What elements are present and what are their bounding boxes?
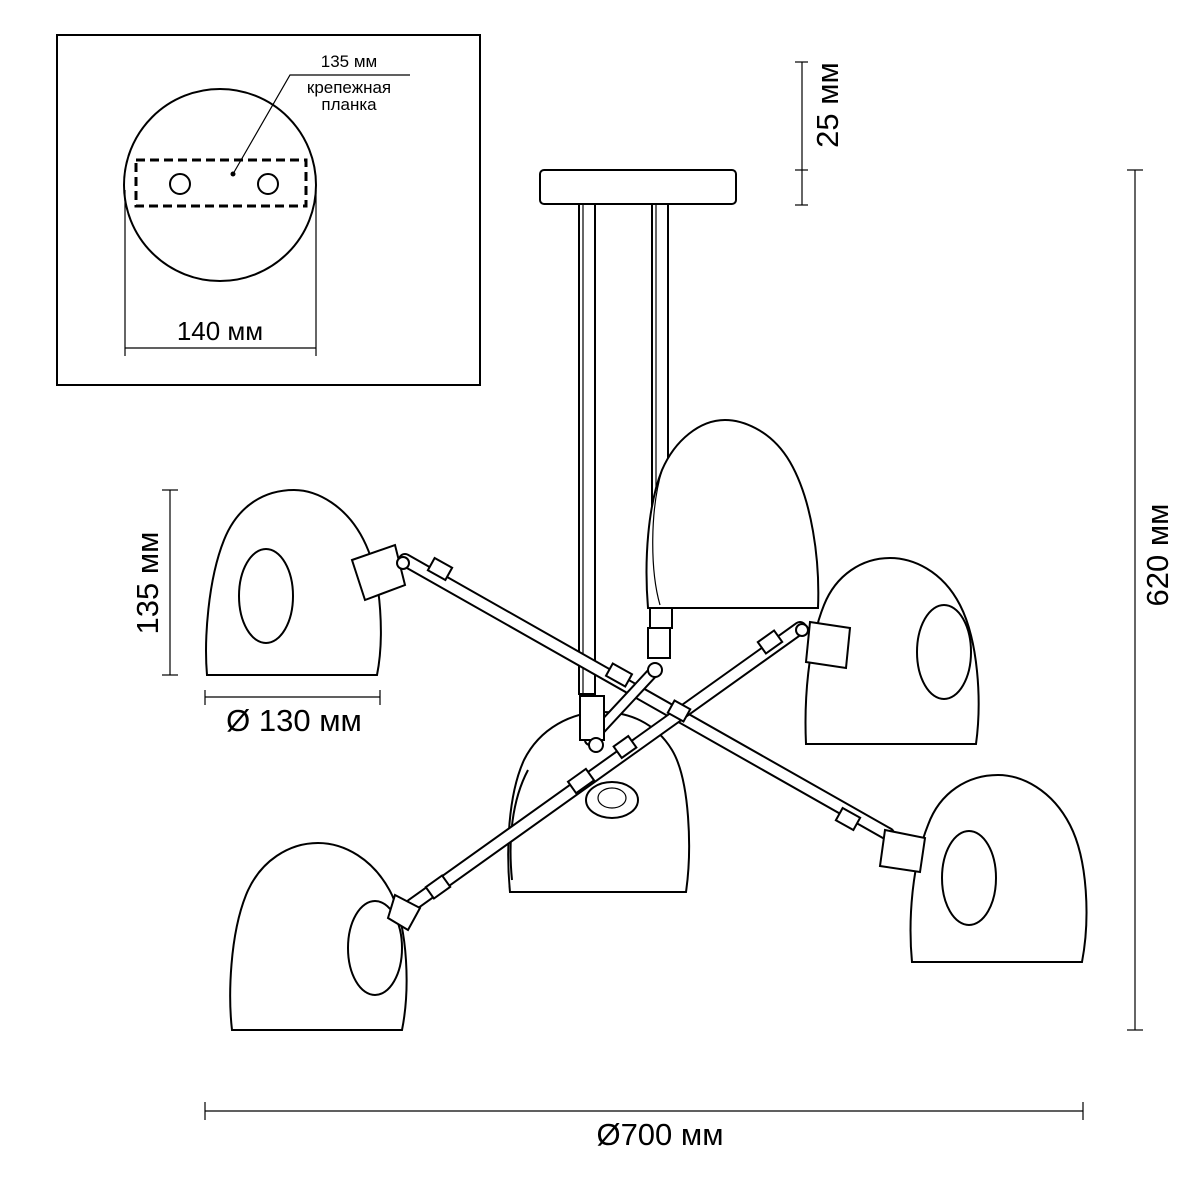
shade-right-lower: [878, 773, 1088, 963]
screw-hole-left: [169, 173, 191, 195]
bracket-label-line2: планка: [321, 95, 377, 114]
plate-size-label: 135 мм: [321, 52, 377, 71]
shade-back-socket: [649, 607, 673, 629]
shade-center: [507, 710, 691, 893]
shade-right-lower-opening: [941, 830, 997, 926]
cross-arms: [398, 553, 895, 912]
shade-left-lower: [229, 841, 422, 1031]
dimension-total-diameter: Ø700 мм: [204, 1102, 1084, 1152]
mounting-bracket-outline: [134, 158, 308, 208]
shade-center-socket: [585, 781, 639, 819]
shade-left-lower-opening: [347, 900, 403, 996]
shade-left-upper: [205, 488, 410, 676]
dimension-canopy-height: 25 мм: [795, 61, 845, 206]
ceiling-canopy: [539, 169, 737, 205]
dimension-shade-height: 135 мм: [130, 489, 178, 676]
total-diameter-label: Ø700 мм: [596, 1117, 723, 1152]
shade-right-lower-socket: [878, 828, 927, 874]
shade-right-upper: [795, 556, 980, 745]
shade-diameter-label: Ø 130 мм: [226, 703, 362, 738]
shade-right-upper-opening: [916, 604, 972, 700]
rod-front: [578, 203, 596, 695]
shade-back-top: [645, 418, 820, 659]
canopy-height-label: 25 мм: [810, 62, 845, 148]
inset-frame: [56, 34, 481, 386]
shade-right-upper-socket: [804, 620, 852, 670]
shade-left-upper-opening: [238, 548, 294, 644]
shade-height-label: 135 мм: [130, 532, 165, 635]
dimension-total-height: 620 мм: [1127, 169, 1175, 1031]
screw-hole-right: [257, 173, 279, 195]
shade-left-upper-socket: [350, 543, 407, 602]
bracket-leader-line: [232, 74, 410, 175]
dimension-shade-diameter: Ø 130 мм: [204, 690, 381, 738]
plate-diameter-label: 140 мм: [177, 316, 263, 346]
ceiling-plate-circle: [123, 88, 317, 282]
shade-left-lower-socket: [386, 893, 422, 932]
center-hub: [579, 695, 605, 741]
canopy-and-rods: [539, 169, 737, 695]
total-height-label: 620 мм: [1140, 504, 1175, 607]
bracket-label-line1: крепежная: [307, 78, 391, 97]
mounting-plate-inset: 135 мм крепежная планка 140 мм: [56, 34, 481, 386]
